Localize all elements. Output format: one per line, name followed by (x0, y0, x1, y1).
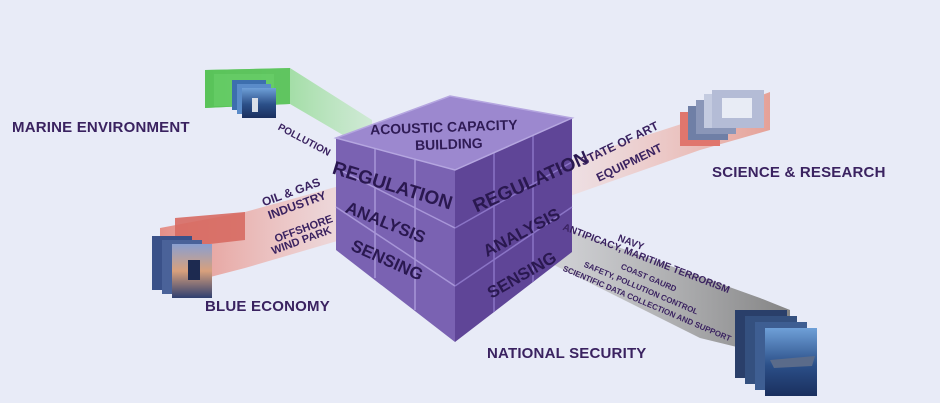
marine-environment-label: MARINE ENVIRONMENT (12, 119, 190, 136)
cube-right-face (455, 118, 572, 342)
cube-front-face (336, 138, 455, 342)
marine-environment-beam (205, 68, 372, 152)
acoustic-capacity-cube (333, 95, 575, 342)
blue-economy-beam (152, 178, 368, 298)
science-research-beam (570, 90, 770, 196)
cube-top-label-line2: BUILDING (414, 134, 483, 154)
cube-top-face (336, 96, 572, 170)
marine-photo-stack (232, 80, 276, 118)
science-photo-stack (680, 90, 764, 146)
science-research-label: SCIENCE & RESEARCH (712, 164, 886, 181)
national-security-beam (548, 222, 817, 396)
national-security-photo-stack (735, 310, 817, 396)
national-security-label: NATIONAL SECURITY (487, 345, 647, 362)
blue-economy-label: BLUE ECONOMY (205, 298, 330, 315)
blue-economy-photo-stack (152, 236, 212, 298)
